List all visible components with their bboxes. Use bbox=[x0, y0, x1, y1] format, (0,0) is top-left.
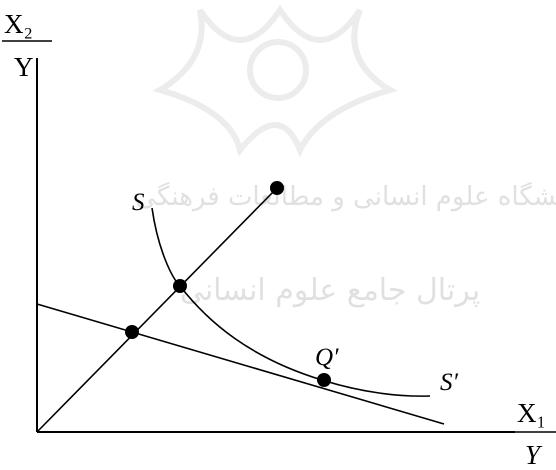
isocost-line bbox=[36, 303, 445, 425]
x-axis-label-denominator: Y bbox=[525, 440, 543, 470]
point-ray-end bbox=[270, 181, 284, 195]
watermark-logo bbox=[152, 4, 398, 158]
point-curve-ray-intersection bbox=[173, 279, 187, 293]
y-axis-label-numerator: X₂ bbox=[4, 9, 33, 39]
isoquant-curve bbox=[151, 207, 431, 397]
curve-label-end: S′ bbox=[440, 369, 459, 396]
y-axis-label-denominator: Y bbox=[14, 52, 34, 82]
curve-label-start: S bbox=[132, 189, 145, 216]
watermark-text-line1: پژوهشگاه علوم انسانی و مطالعات فرهنگی bbox=[135, 181, 556, 212]
watermark-text-line2: پرتال جامع علوم انسانی bbox=[180, 273, 480, 308]
x-axis-label-numerator: X₁ bbox=[517, 398, 546, 428]
ray-from-origin bbox=[36, 187, 278, 433]
point-tangency bbox=[317, 373, 331, 387]
point-label-tangency: Q′ bbox=[315, 344, 339, 371]
point-line-ray-intersection bbox=[125, 325, 139, 339]
